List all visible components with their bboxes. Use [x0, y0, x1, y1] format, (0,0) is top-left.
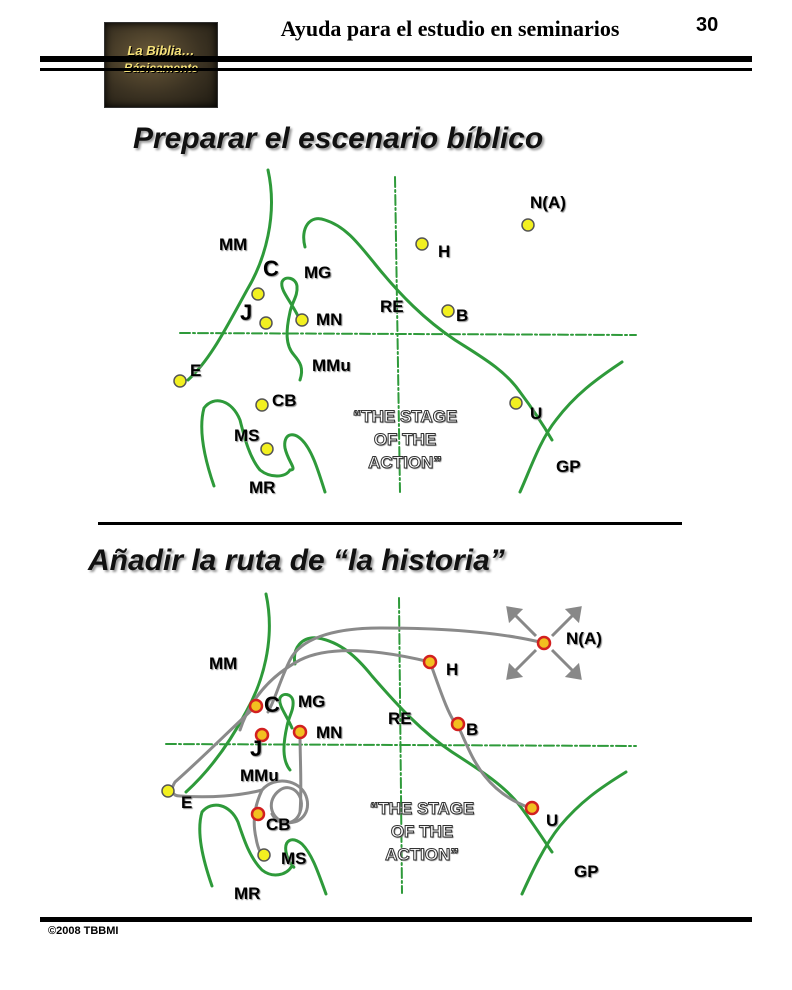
header-rule-thick	[40, 56, 752, 62]
map2-label-MMu: MMu	[240, 766, 279, 785]
map2-label-MN: MN	[316, 723, 343, 742]
map2-dot-MS	[257, 848, 271, 862]
map2-label-H: H	[446, 660, 459, 679]
map1-stage-text: “THE STAGE OF THE ACTION”	[330, 405, 480, 474]
map2-dot-CB	[250, 806, 266, 822]
map2-horizontal-gridline	[165, 743, 637, 747]
map1-dot-MN	[295, 313, 309, 327]
map1-dot-U	[509, 396, 523, 410]
map2-label-GP: GP	[574, 862, 599, 881]
map1-dot-MS	[260, 442, 274, 456]
map2-stage-line3: ACTION”	[385, 845, 460, 865]
map1-dot-B	[441, 304, 455, 318]
map1-label-GP: GP	[556, 457, 581, 476]
map1-north-coast	[302, 217, 554, 442]
route-to-sinai	[252, 788, 266, 858]
map1-label-C: C	[263, 256, 279, 281]
map1-dot-J	[259, 316, 273, 330]
map1-label-B: B	[456, 306, 469, 325]
map1-label-J: J	[240, 300, 253, 325]
arrow-ne	[550, 612, 576, 638]
map2-label-J: J	[250, 736, 263, 761]
map1-label-MG: MG	[304, 263, 332, 282]
map2-label-U: U	[546, 811, 559, 830]
map2-red-sea-west	[198, 803, 294, 888]
map2-gulf-coast	[520, 770, 628, 896]
map1-label-CB: CB	[272, 391, 297, 410]
map1-stage-line1: “THE STAGE	[352, 407, 458, 427]
arrow-nw	[512, 612, 538, 638]
page-number: 30	[696, 14, 719, 36]
footer-rule	[40, 917, 752, 922]
map2-dot-J	[254, 727, 270, 743]
map1-dot-CB	[255, 398, 269, 412]
map2-dot-MN	[292, 724, 308, 740]
map2-dot-NA	[536, 635, 552, 651]
map2-label-B: B	[466, 720, 479, 739]
route-loops	[260, 779, 309, 825]
route-jordan	[298, 730, 303, 814]
arrow-sw	[512, 648, 538, 674]
map2-stage-line2: OF THE	[390, 822, 454, 842]
map2-red-sea-east	[284, 838, 328, 896]
map1-label-NA: N(A)	[530, 193, 566, 212]
route-east	[428, 660, 532, 810]
map1-label-U: U	[530, 404, 543, 423]
map1-sea-galilee	[280, 276, 304, 382]
map2-label-CB: CB	[266, 815, 291, 834]
map1-label-MMu: MMu	[312, 356, 351, 375]
map1-stage-line2: OF THE	[373, 430, 437, 450]
map1-label-MS: MS	[234, 426, 260, 445]
map1-label-H: H	[438, 242, 451, 261]
map1-dot-C	[251, 287, 265, 301]
map2-label-MG: MG	[298, 692, 326, 711]
logo-la-biblia-basicamente: La Biblia… Básicamente	[104, 22, 218, 108]
section-divider	[98, 522, 682, 525]
arrow-se	[550, 648, 576, 674]
map1-label-MM: MM	[219, 235, 248, 254]
map2-label-MM: MM	[209, 654, 238, 673]
map2-label-MS: MS	[281, 849, 307, 868]
section2-title: Añadir la ruta de “la historia”	[88, 544, 505, 577]
copyright: ©2008 TBBMI	[48, 925, 119, 937]
map1-gulf-coast	[518, 360, 624, 494]
map1-red-sea-east	[283, 433, 327, 494]
map2-label-C: C	[264, 692, 280, 717]
map2-dot-E	[161, 784, 175, 798]
map2-sea-galilee	[278, 692, 295, 772]
map2-dot-B	[450, 716, 466, 732]
map2-dot-H	[422, 654, 438, 670]
map2-dot-U	[524, 800, 540, 816]
map2-dot-C	[248, 698, 264, 714]
map1-horizontal-gridline	[179, 332, 637, 336]
map1-label-E: E	[190, 361, 202, 380]
route-to-north	[266, 626, 546, 714]
map2-label-NA: N(A)	[566, 629, 602, 648]
map2-label-RE: RE	[388, 709, 412, 728]
header-title: Ayuda para el estudio en seminarios	[280, 16, 620, 41]
map1-stage-line3: ACTION”	[368, 453, 443, 473]
map1-label-RE: RE	[380, 297, 404, 316]
map1-dot-E	[173, 374, 187, 388]
map2-stage-text: “THE STAGE OF THE ACTION”	[342, 797, 502, 866]
map2-stage-line1: “THE STAGE	[369, 799, 475, 819]
map2-label-E: E	[181, 793, 193, 812]
map1-dot-NA	[521, 218, 535, 232]
map1-red-sea-west	[200, 399, 292, 488]
map1-label-MR: MR	[249, 478, 276, 497]
logo-text-line1: La Biblia…	[127, 43, 195, 58]
section1-title: Preparar el escenario bíblico	[133, 122, 544, 155]
header-rule-thin	[40, 68, 752, 71]
map1-west-coast	[186, 168, 273, 382]
map1-dot-H	[415, 237, 429, 251]
map2-label-MR: MR	[234, 884, 261, 903]
map1-label-MN: MN	[316, 310, 343, 329]
